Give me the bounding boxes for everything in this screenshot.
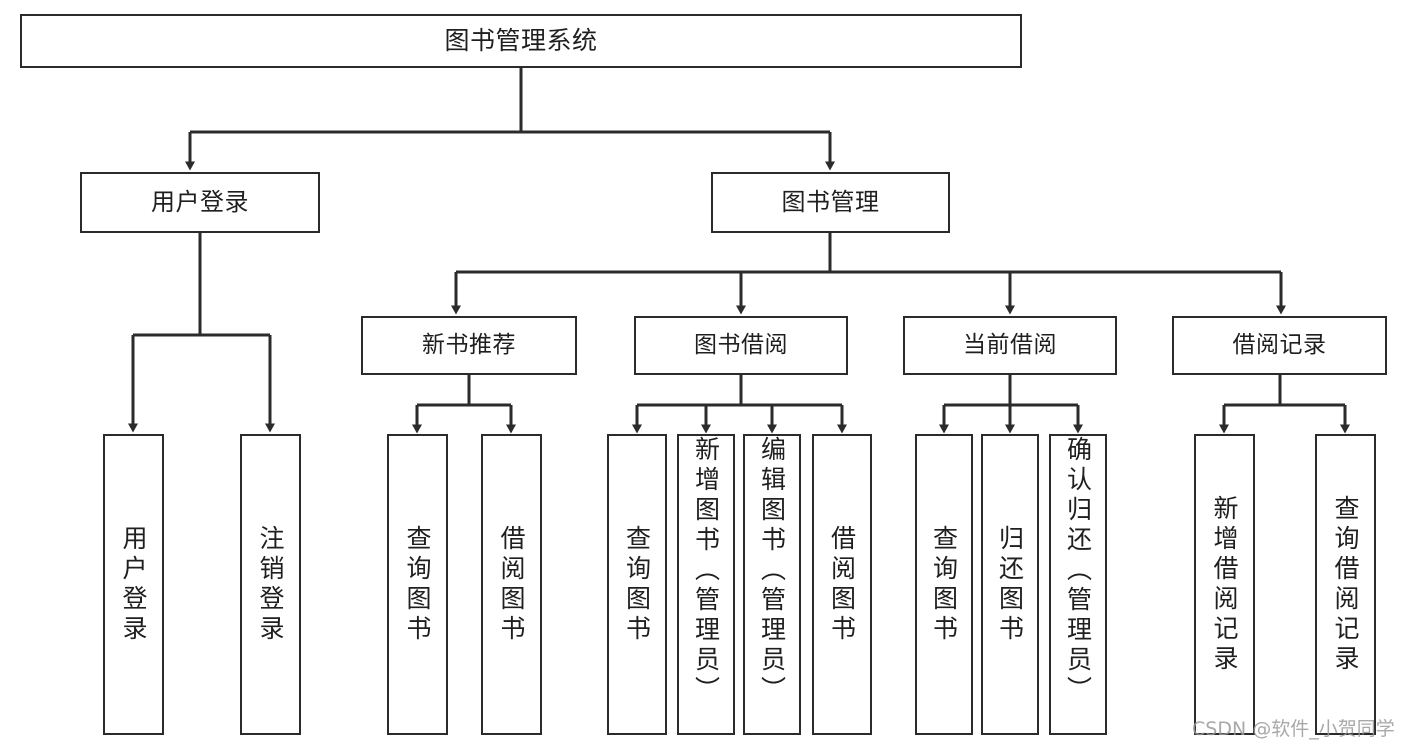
node-label: 确认归还（管理员） bbox=[1063, 436, 1093, 706]
leaf-user-login-logout[interactable]: 注销登录 bbox=[240, 434, 301, 735]
leaf-borrow-record-query-record[interactable]: 查询借阅记录 bbox=[1315, 434, 1376, 735]
node-label: 借阅图书 bbox=[827, 524, 857, 645]
node-root-book-management-system[interactable]: 图书管理系统 bbox=[20, 14, 1022, 68]
node-label: 新增图书（管理员） bbox=[691, 436, 721, 706]
node-borrow-record[interactable]: 借阅记录 bbox=[1172, 316, 1387, 375]
leaf-new-book-borrow-book[interactable]: 借阅图书 bbox=[481, 434, 542, 735]
node-label: 借阅记录 bbox=[1232, 332, 1327, 359]
node-label: 查询借阅记录 bbox=[1331, 494, 1360, 675]
node-label: 图书管理 bbox=[781, 187, 880, 216]
node-label: 新书推荐 bbox=[422, 332, 516, 359]
node-label: 借阅图书 bbox=[497, 524, 526, 645]
leaf-current-borrow-query-book[interactable]: 查询图书 bbox=[915, 434, 973, 735]
leaf-current-borrow-confirm-return-admin[interactable]: 确认归还（管理员） bbox=[1049, 434, 1107, 735]
node-label: 注销登录 bbox=[256, 524, 285, 645]
node-label: 图书借阅 bbox=[694, 332, 788, 359]
node-book-management[interactable]: 图书管理 bbox=[711, 172, 950, 233]
node-label: 用户登录 bbox=[119, 524, 148, 645]
leaf-book-borrow-borrow-book[interactable]: 借阅图书 bbox=[812, 434, 872, 735]
leaf-user-login-login[interactable]: 用户登录 bbox=[103, 434, 164, 735]
node-label: 当前借阅 bbox=[963, 332, 1057, 359]
node-user-login[interactable]: 用户登录 bbox=[80, 172, 320, 233]
node-label: 用户登录 bbox=[151, 187, 249, 216]
node-label: 归还图书 bbox=[995, 524, 1025, 645]
leaf-new-book-query-book[interactable]: 查询图书 bbox=[387, 434, 448, 735]
node-label: 查询图书 bbox=[403, 524, 432, 645]
leaf-book-borrow-add-book-admin[interactable]: 新增图书（管理员） bbox=[677, 434, 735, 735]
node-label: 查询图书 bbox=[929, 524, 959, 645]
leaf-book-borrow-edit-book-admin[interactable]: 编辑图书（管理员） bbox=[743, 434, 801, 735]
node-label: 图书管理系统 bbox=[444, 25, 598, 55]
node-current-borrow[interactable]: 当前借阅 bbox=[903, 316, 1117, 375]
node-label: 新增借阅记录 bbox=[1210, 494, 1239, 675]
node-label: 编辑图书（管理员） bbox=[757, 436, 787, 706]
leaf-current-borrow-return-book[interactable]: 归还图书 bbox=[981, 434, 1039, 735]
leaf-book-borrow-query-book[interactable]: 查询图书 bbox=[607, 434, 667, 735]
node-label: 查询图书 bbox=[622, 524, 652, 645]
node-book-borrow[interactable]: 图书借阅 bbox=[634, 316, 848, 375]
leaf-borrow-record-add-record[interactable]: 新增借阅记录 bbox=[1194, 434, 1255, 735]
node-new-book-recommend[interactable]: 新书推荐 bbox=[361, 316, 577, 375]
